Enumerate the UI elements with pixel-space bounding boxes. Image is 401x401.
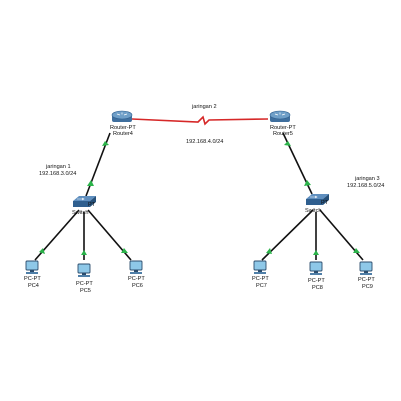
pc9-type-label: PC-PT [358,277,375,283]
port-indicators [39,141,360,255]
network-2-name: jaringan 2 [191,104,217,110]
port-up-indicator [353,248,360,253]
pc8[interactable]: PC-PT PC8 [308,261,325,291]
pc-icon [129,260,143,274]
network-1-name: jaringan 1 [45,164,71,170]
pc9[interactable]: PC-PT PC9 [358,261,375,290]
pc8-type-label: PC-PT [308,278,325,284]
pc6-name-label: PC6 [132,283,143,289]
pc-icon [359,261,373,275]
port-up-indicator [313,250,319,255]
port-up-indicator [102,141,109,146]
switch-left-type-label: PT [88,202,96,208]
network-3-name: jaringan 3 [354,176,380,182]
pc-icon [25,260,39,274]
pc4[interactable]: PC-PT PC4 [24,260,41,289]
port-up-indicator [304,180,311,186]
router5-type-label: Router-PT [270,125,296,131]
port-up-indicator [266,248,272,254]
network-3-address: 192.168.5.0/24 [347,183,384,189]
router4-name-label: Router4 [113,131,133,137]
port-up-indicator [39,248,45,254]
network-3-note[interactable]: jaringan 3 192.168.5.0/24 [347,176,384,189]
pc6-type-label: PC-PT [128,276,145,282]
network-1-address: 192.168.3.0/24 [39,171,76,177]
switch-right-type-label: PT [321,200,329,206]
switch-left[interactable]: PT Switch [72,196,96,216]
network-2-note[interactable]: jaringan 2 192.168.4.0/24 [186,104,223,145]
router4[interactable]: Router-PT Router4 [110,110,136,137]
pc7-name-label: PC7 [256,283,267,289]
pc5-type-label: PC-PT [76,281,93,287]
pc9-name-label: PC9 [362,284,373,290]
pc8-name-label: PC8 [312,285,323,291]
switch-icon [306,194,329,205]
port-up-indicator [81,250,87,255]
switch-left-name-label: Switch [72,210,88,216]
router-icon [269,110,291,122]
pc4-name-label: PC4 [28,283,39,289]
pc-icon [77,263,91,277]
switch-right[interactable]: PT Switch [305,194,329,214]
pc5-name-label: PC5 [80,288,91,294]
pc4-type-label: PC-PT [24,276,41,282]
network-2-address: 192.168.4.0/24 [186,139,223,145]
network-1-note[interactable]: jaringan 1 192.168.3.0/24 [39,164,76,177]
pc7-type-label: PC-PT [252,276,269,282]
pc-icon [309,261,323,275]
router-icon [111,110,133,122]
port-up-indicator [121,248,128,253]
switch-icon [73,196,96,207]
pc-icon [253,260,267,274]
router4-type-label: Router-PT [110,125,136,131]
switch-right-name-label: Switch [305,208,321,214]
port-up-indicator [284,141,291,146]
router5[interactable]: Router-PT Router5 [269,110,296,137]
serial-link-router4-router5[interactable] [131,115,269,126]
pc5[interactable]: PC-PT PC5 [76,263,93,294]
pc6[interactable]: PC-PT PC6 [128,260,145,289]
router5-name-label: Router5 [273,131,293,137]
port-up-indicator [87,180,94,186]
pc7[interactable]: PC-PT PC7 [252,260,269,289]
